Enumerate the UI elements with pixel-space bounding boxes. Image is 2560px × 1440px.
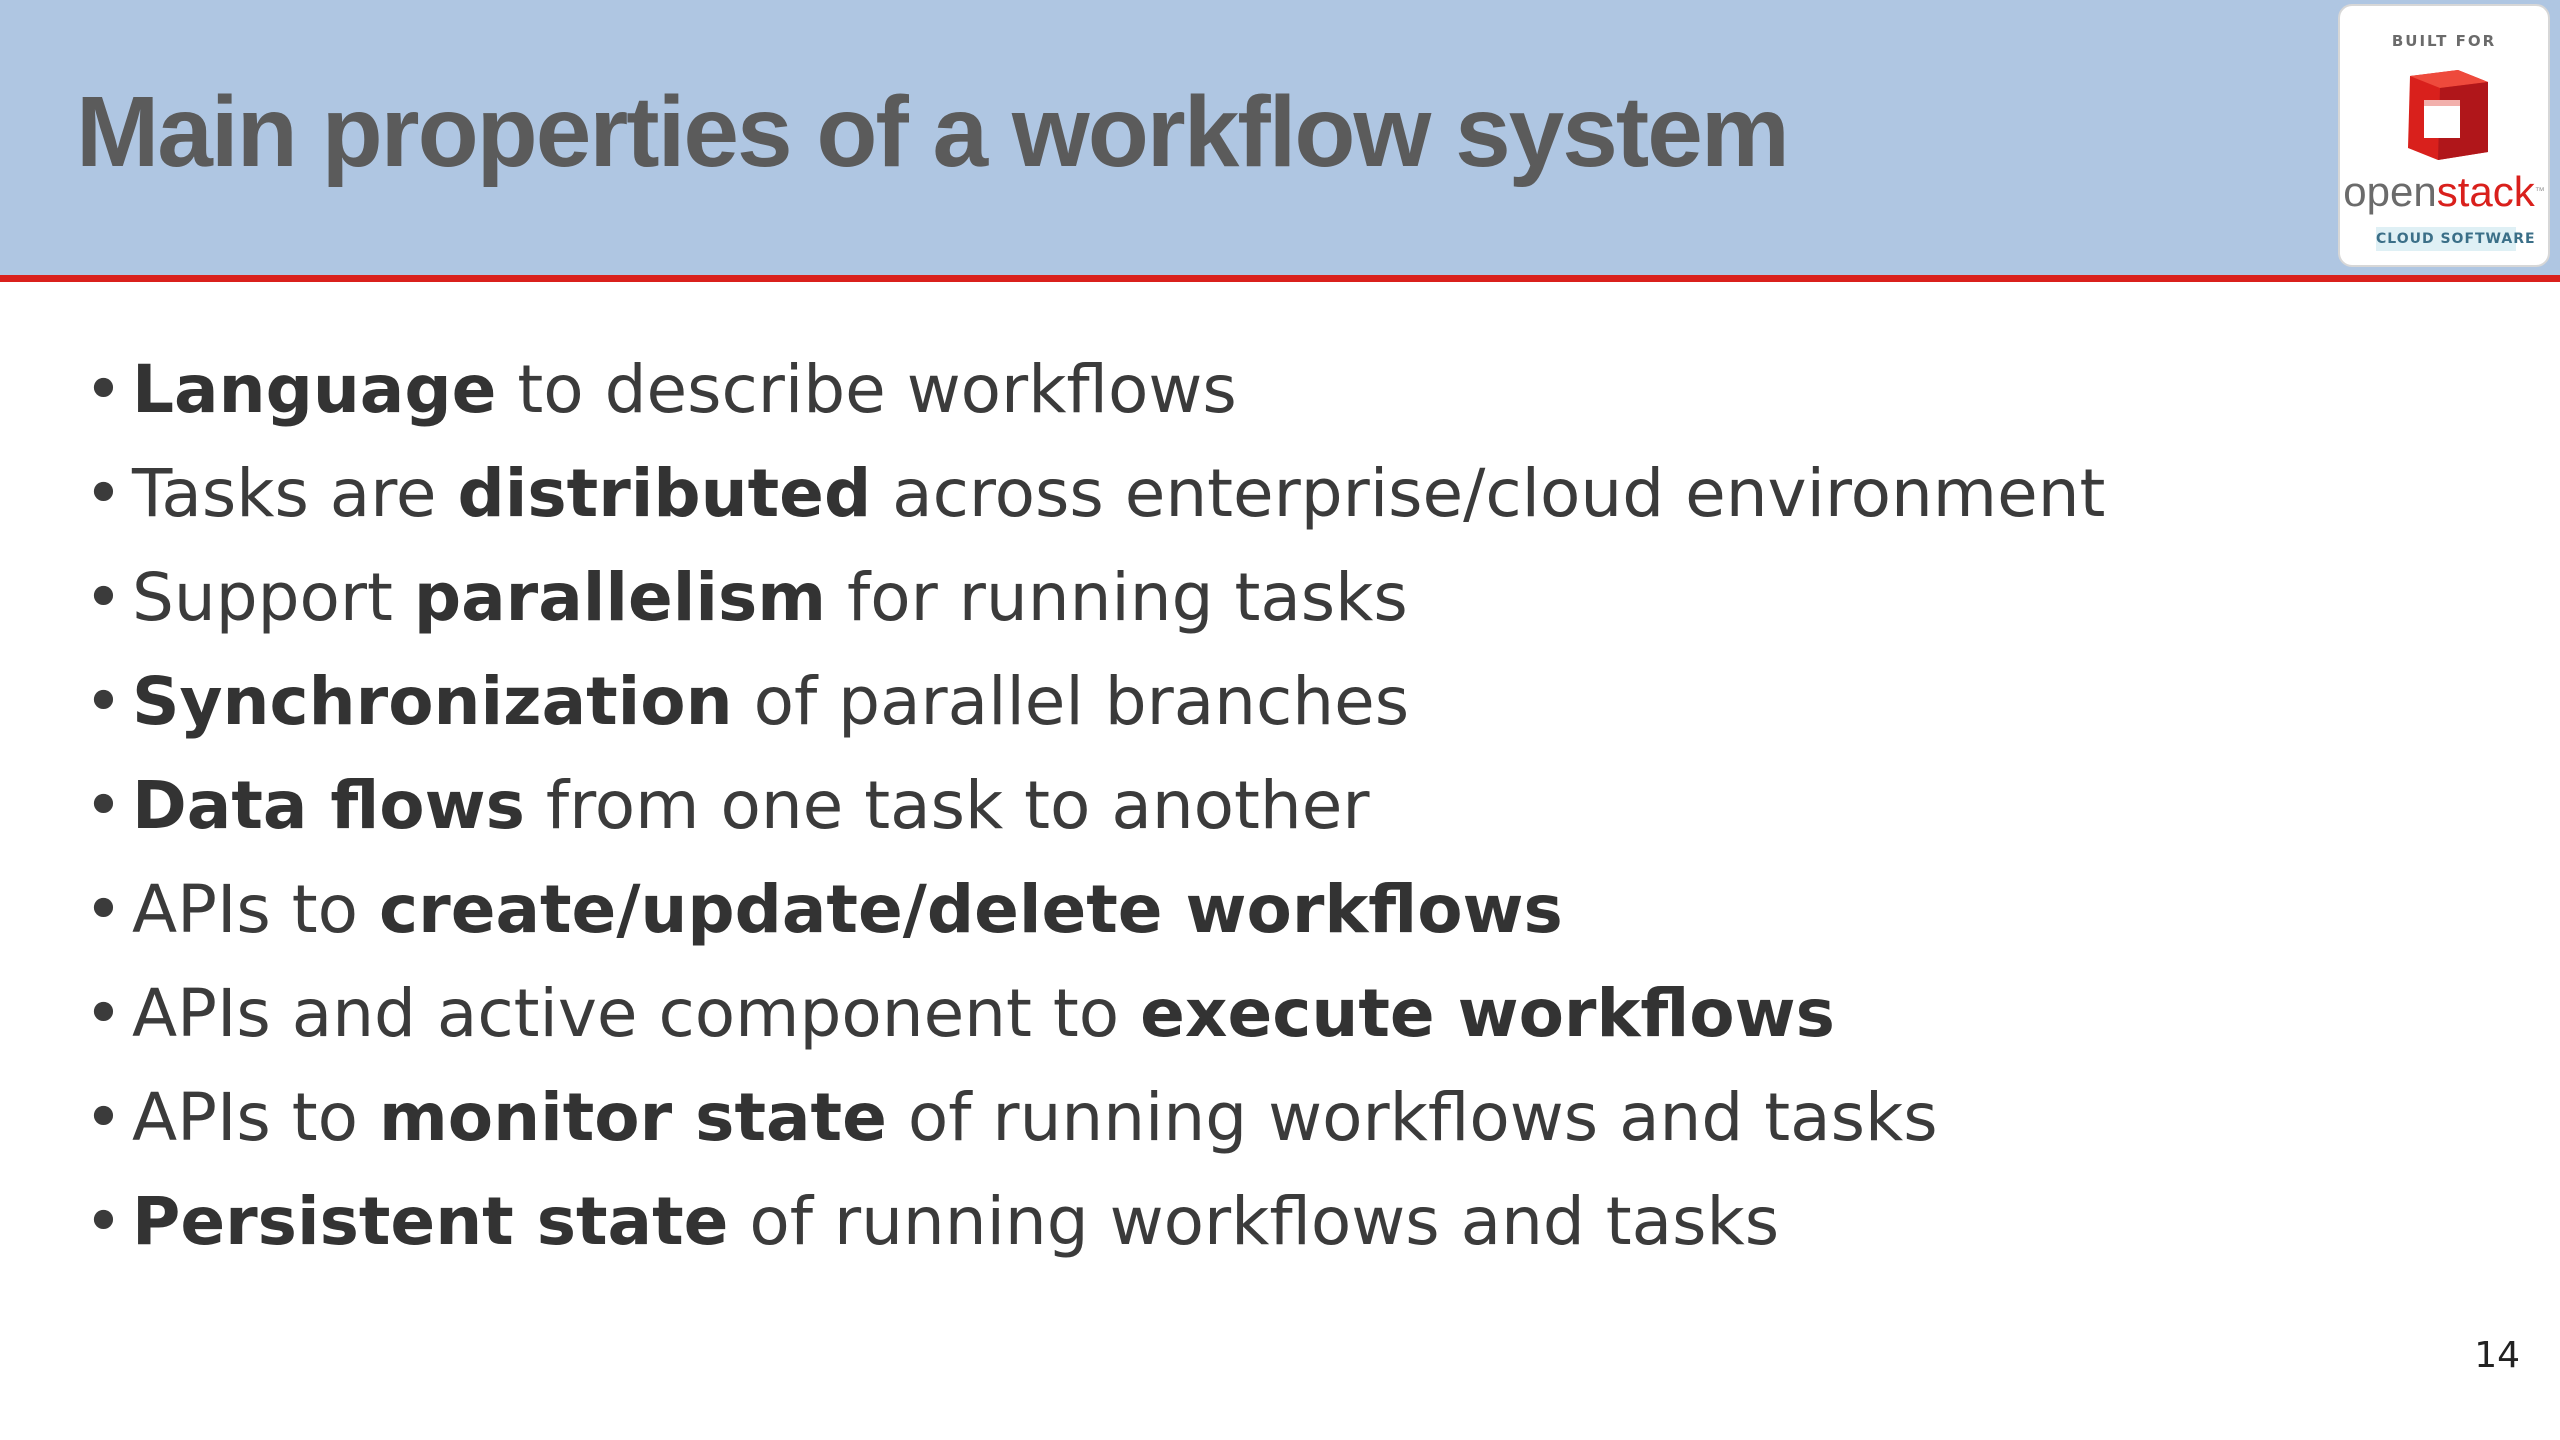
logo-trademark: ™ [2534, 186, 2545, 197]
bullet-item: •Data flows from one task to another [84, 754, 2105, 858]
bullet-text: of running workflows and tasks [886, 1079, 1938, 1156]
bullet-text: APIs to [132, 871, 380, 948]
bullet-dot: • [84, 351, 123, 428]
page-number: 14 [2474, 1335, 2520, 1376]
bullet-emphasis: Persistent state [132, 1183, 729, 1260]
bullet-text: for running tasks [826, 559, 1408, 636]
bullet-item: •APIs and active component to execute wo… [84, 962, 2105, 1066]
bullet-item: •Language to describe workflows [84, 338, 2105, 442]
bullet-list: •Language to describe workflows•Tasks ar… [84, 338, 2105, 1274]
logo-wordmark-open: open [2343, 168, 2437, 215]
bullet-dot: • [84, 455, 123, 532]
bullet-item: •Support parallelism for running tasks [84, 546, 2105, 650]
logo-wordmark: openstack™ [2340, 166, 2548, 218]
bullet-emphasis: Synchronization [132, 663, 733, 740]
logo-top-text: BUILT FOR [2391, 32, 2497, 50]
bullet-emphasis: Data flows [132, 767, 525, 844]
openstack-cube-icon [2408, 70, 2488, 160]
slide-header: Main properties of a workflow system [0, 0, 2560, 275]
bullet-dot: • [84, 767, 123, 844]
bullet-emphasis: monitor state [379, 1079, 887, 1156]
bullet-emphasis: distributed [457, 455, 872, 532]
openstack-logo: BUILT FOR openstack™ CLOUD SOFTWARE [2338, 4, 2550, 267]
bullet-item: •APIs to monitor state of running workfl… [84, 1066, 2105, 1170]
bullet-item: •Persistent state of running workflows a… [84, 1170, 2105, 1274]
logo-wordmark-stack: stack [2436, 168, 2535, 215]
bullet-emphasis: parallelism [413, 559, 827, 636]
bullet-text: from one task to another [524, 767, 1370, 844]
bullet-text: to describe workflows [496, 351, 1237, 428]
header-divider [0, 275, 2560, 282]
bullet-dot: • [84, 975, 123, 1052]
bullet-text: APIs and active component to [132, 975, 1141, 1052]
bullet-dot: • [84, 1079, 123, 1156]
bullet-text: of parallel branches [732, 663, 1410, 740]
bullet-dot: • [84, 663, 123, 740]
slide-title: Main properties of a workflow system [76, 76, 1790, 188]
bullet-dot: • [84, 1183, 123, 1260]
bullet-dot: • [84, 871, 123, 948]
bullet-dot: • [84, 559, 123, 636]
bullet-emphasis: create/update/delete workflows [379, 871, 1563, 948]
bullet-item: •Tasks are distributed across enterprise… [84, 442, 2105, 546]
bullet-text: across enterprise/cloud environment [871, 455, 2106, 532]
bullet-item: •Synchronization of parallel branches [84, 650, 2105, 754]
bullet-emphasis: Language [132, 351, 497, 428]
bullet-text: Support [132, 559, 414, 636]
logo-subtitle: CLOUD SOFTWARE [2376, 227, 2535, 251]
bullet-emphasis: execute workflows [1140, 975, 1835, 1052]
bullet-text: of running workflows and tasks [728, 1183, 1780, 1260]
bullet-item: •APIs to create/update/delete workflows [84, 858, 2105, 962]
bullet-text: Tasks are [132, 455, 458, 532]
bullet-text: APIs to [132, 1079, 380, 1156]
